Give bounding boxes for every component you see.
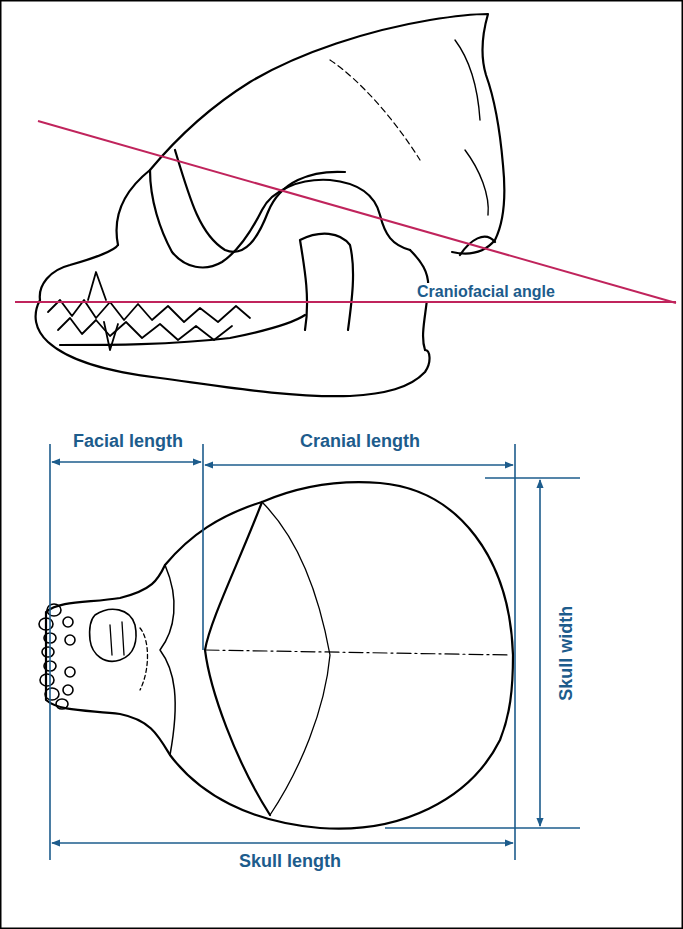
angle-label: Craniofacial angle (415, 283, 557, 301)
lateral-skull (36, 14, 505, 396)
angle-lines (15, 121, 676, 303)
dimension-lines (50, 444, 580, 860)
dimension-label: Cranial length (300, 431, 420, 452)
dorsal-skull (39, 482, 513, 829)
dimension-label: Facial length (73, 431, 183, 452)
dimension-label: Skull width (557, 605, 578, 700)
dimension-label: Skull length (239, 851, 341, 872)
